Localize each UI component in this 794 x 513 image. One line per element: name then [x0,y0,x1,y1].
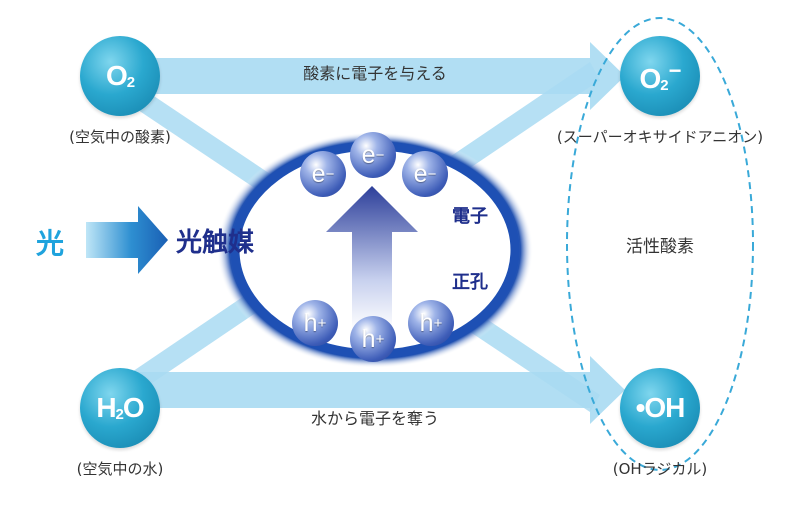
top-reaction-arrow [120,42,625,110]
active-oxygen-label: 活性酸素 [626,237,694,257]
electron-glyph: e [311,159,326,188]
oh-radical-molecule: •OH [620,368,700,448]
hole-glyph: h [361,324,376,353]
electron-charge: − [325,165,335,183]
superoxide-symbol: O [639,62,662,94]
bottom-arrow-label: 水から電子を奪う [310,409,440,428]
photocatalyst-label: 光触媒 [176,228,255,258]
superoxide-subscript: 2 [660,76,668,94]
o2-molecule: O2 [80,36,160,116]
hole-glyph: h [419,308,434,337]
hole-ball-1: h+ [292,300,338,346]
water-caption: (空気中の水) [76,460,164,478]
charge-separation-arrow [326,186,418,330]
oh-radical-caption: (OHラジカル) [612,460,708,478]
electron-glyph: e [361,140,376,169]
superoxide-caption: (スーパーオキサイドアニオン) [556,128,764,146]
o2-caption: (空気中の酸素) [69,128,171,146]
hole-ball-2: h+ [350,316,396,362]
o2-subscript: 2 [126,74,135,91]
o2-symbol: O [105,60,128,91]
superoxide-charge: − [668,57,682,83]
electron-ball-2: e− [350,132,396,178]
electron-charge: − [427,165,437,183]
water-subscript: 2 [115,406,124,423]
oh-radical-symbol: •OH [635,392,686,423]
superoxide-molecule: O2− [620,36,700,116]
hole-charge: + [317,314,327,332]
light-label: 光 [36,227,65,260]
water-symbol-h: H [96,392,116,423]
bottom-reaction-arrow [120,356,625,424]
electron-charge: − [375,146,385,164]
electron-label: 電子 [452,206,488,227]
hole-label: 正孔 [452,272,488,293]
electron-ball-3: e− [402,151,448,197]
hole-charge: + [433,314,443,332]
hole-glyph: h [303,308,318,337]
hole-charge: + [375,330,385,348]
electron-ball-1: e− [300,151,346,197]
hole-ball-3: h+ [408,300,454,346]
electron-glyph: e [413,159,428,188]
top-arrow-label: 酸素に電子を与える [303,64,447,83]
water-symbol-o: O [122,392,145,423]
active-oxygen-ellipse [566,17,754,471]
light-arrow [86,206,168,274]
water-molecule: H2O [80,368,160,448]
